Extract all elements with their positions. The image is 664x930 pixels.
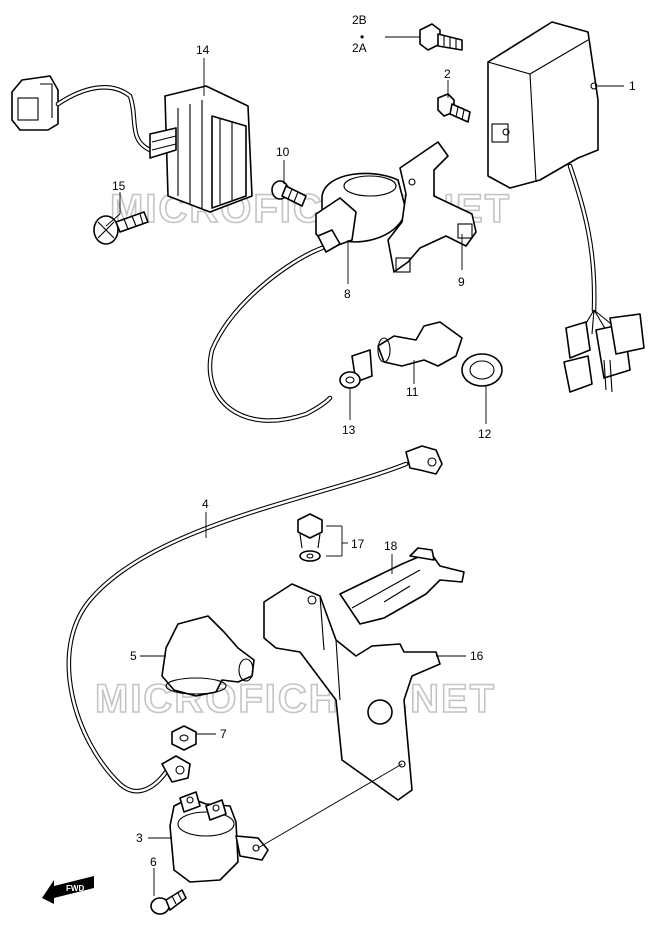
label-3: 3 <box>136 831 143 845</box>
label-16: 16 <box>470 649 484 663</box>
ignition-coil <box>207 172 407 423</box>
label-2a: 2A <box>352 41 367 55</box>
rubber-cap-12 <box>461 353 503 387</box>
part-labels: 1 2B • 2A 2 14 15 10 8 9 11 12 13 4 17 1… <box>112 13 636 869</box>
cable-clamp <box>339 547 465 625</box>
label-10: 10 <box>276 145 290 159</box>
regulator-rectifier <box>11 75 253 213</box>
plug-cap <box>377 321 463 367</box>
terminal-cover <box>161 615 255 697</box>
label-dot: • <box>360 30 364 44</box>
bolt-6 <box>150 889 187 915</box>
fwd-label: FWD <box>66 884 84 893</box>
starter-relay <box>169 791 269 883</box>
nut-7 <box>171 725 197 751</box>
label-11: 11 <box>406 385 419 399</box>
label-1: 1 <box>629 79 636 93</box>
bolt-15 <box>93 211 149 245</box>
control-unit <box>487 21 645 393</box>
label-4: 4 <box>202 497 209 511</box>
coil-bracket <box>387 141 477 273</box>
label-15: 15 <box>112 179 126 193</box>
bolt-17 <box>297 513 323 562</box>
label-8: 8 <box>344 287 351 301</box>
watermark-bottom: MICROFICHES.NET <box>95 677 496 721</box>
label-12: 12 <box>478 427 492 441</box>
label-14: 14 <box>196 43 210 57</box>
leader-lines <box>105 36 624 896</box>
label-9: 9 <box>458 275 465 289</box>
forward-arrow-icon: FWD <box>42 876 94 904</box>
label-6: 6 <box>150 855 157 869</box>
label-7: 7 <box>220 727 227 741</box>
label-2: 2 <box>444 67 451 81</box>
mounting-bracket <box>263 583 441 801</box>
starter-cable <box>66 445 443 794</box>
label-5: 5 <box>130 649 137 663</box>
plug-cover-13 <box>339 349 373 389</box>
bolt-2 <box>437 93 471 123</box>
bolt-10 <box>271 180 307 207</box>
label-2b: 2B <box>352 13 367 27</box>
label-13: 13 <box>342 423 356 437</box>
label-17: 17 <box>351 537 365 551</box>
label-18: 18 <box>384 539 398 553</box>
bolt-2b <box>419 23 463 51</box>
